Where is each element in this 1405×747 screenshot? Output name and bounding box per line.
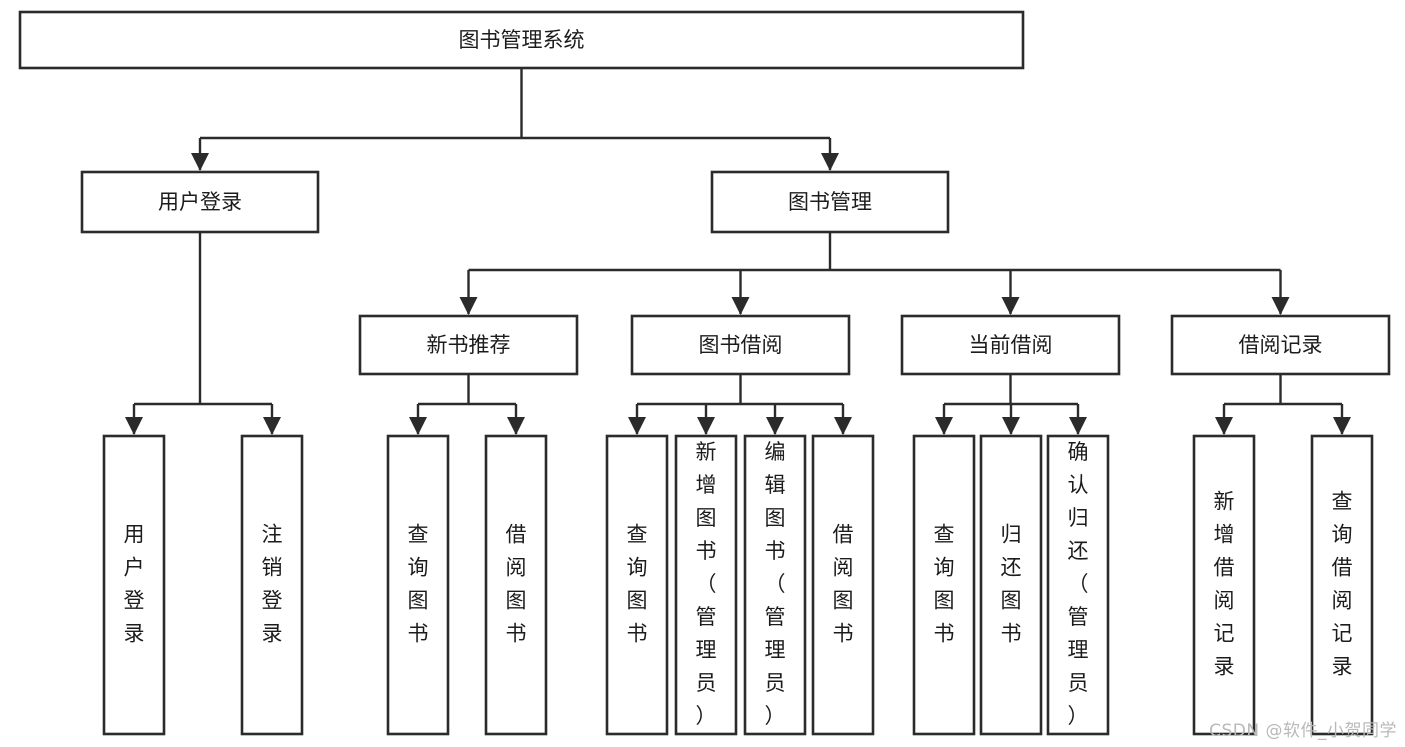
node-label: 借阅图书	[833, 523, 854, 646]
node-label: 新书推荐	[427, 333, 511, 357]
leaf-node[interactable]: 借阅图书	[811, 434, 875, 736]
arrow-head-icon	[1002, 417, 1020, 435]
arrow-head-icon	[1271, 297, 1290, 315]
arrow-head-icon	[263, 417, 281, 435]
arrow-head-icon	[1001, 297, 1020, 315]
arrow-head-icon	[1333, 417, 1351, 435]
node-box	[605, 434, 669, 736]
arrow-head-icon	[766, 417, 784, 435]
node-label: 归还图书	[1001, 523, 1022, 646]
arrow-head-icon	[628, 417, 646, 435]
node-box	[1046, 434, 1110, 736]
level2-node[interactable]: 借阅记录	[1170, 314, 1391, 376]
leaf-node[interactable]: 借阅图书	[484, 434, 548, 736]
node-box	[912, 434, 976, 736]
node-label: 查询图书	[934, 523, 955, 646]
leaf-node[interactable]: 编辑图书（管理员）	[743, 434, 807, 736]
node-box	[900, 314, 1121, 376]
node-label: 确认归还（管理员）	[1068, 440, 1089, 728]
arrow-head-icon	[935, 417, 953, 435]
arrow-head-icon	[731, 297, 750, 315]
leaf-node[interactable]: 新增借阅记录	[1192, 434, 1256, 736]
node-box	[386, 434, 450, 736]
node-box	[630, 314, 851, 376]
arrow-head-icon	[507, 417, 525, 435]
leaf-node[interactable]: 归还图书	[979, 434, 1043, 736]
arrow-head-icon	[125, 417, 143, 435]
node-box	[674, 434, 738, 736]
nodes-layer: 图书管理系统用户登录图书管理新书推荐图书借阅当前借阅借阅记录用户登录注销登录查询…	[18, 10, 1391, 736]
node-box	[102, 434, 166, 736]
node-label: 当前借阅	[969, 333, 1053, 357]
level1-node[interactable]: 图书管理	[710, 170, 950, 234]
node-label: 图书借阅	[699, 333, 783, 357]
arrow-head-icon	[821, 153, 839, 171]
node-label: 图书管理系统	[459, 28, 585, 52]
node-box	[80, 170, 320, 234]
level2-node[interactable]: 新书推荐	[358, 314, 579, 376]
leaf-node[interactable]: 用户登录	[102, 434, 166, 736]
level2-node[interactable]: 当前借阅	[900, 314, 1121, 376]
node-label: 查询图书	[627, 523, 648, 646]
node-label: 查询借阅记录	[1332, 490, 1353, 679]
node-label: 用户登录	[124, 523, 145, 646]
arrow-head-icon	[459, 297, 478, 315]
leaf-node[interactable]: 查询借阅记录	[1310, 434, 1374, 736]
connectors-layer	[125, 68, 1351, 435]
root-node[interactable]: 图书管理系统	[18, 10, 1025, 70]
node-box	[710, 170, 950, 234]
leaf-node[interactable]: 注销登录	[240, 434, 304, 736]
node-box	[811, 434, 875, 736]
leaf-node[interactable]: 查询图书	[386, 434, 450, 736]
node-box	[979, 434, 1043, 736]
node-label: 借阅图书	[506, 523, 527, 646]
leaf-node[interactable]: 新增图书（管理员）	[674, 434, 738, 736]
node-label: 编辑图书（管理员）	[765, 440, 786, 728]
arrow-head-icon	[1069, 417, 1087, 435]
node-label: 图书管理	[788, 190, 872, 214]
leaf-node[interactable]: 确认归还（管理员）	[1046, 434, 1110, 736]
arrow-head-icon	[697, 417, 715, 435]
node-box	[18, 10, 1025, 70]
node-box	[358, 314, 579, 376]
leaf-node[interactable]: 查询图书	[605, 434, 669, 736]
node-box	[743, 434, 807, 736]
arrow-head-icon	[1215, 417, 1233, 435]
watermark-label: CSDN @软件_小贺同学	[1209, 721, 1397, 741]
node-box	[484, 434, 548, 736]
arrow-head-icon	[191, 153, 209, 171]
level1-node[interactable]: 用户登录	[80, 170, 320, 234]
node-label: 新增借阅记录	[1214, 490, 1235, 679]
node-box	[240, 434, 304, 736]
node-box	[1192, 434, 1256, 736]
node-box	[1310, 434, 1374, 736]
arrow-head-icon	[409, 417, 427, 435]
node-box	[1170, 314, 1391, 376]
leaf-node[interactable]: 查询图书	[912, 434, 976, 736]
node-label: 用户登录	[158, 190, 242, 214]
level2-node[interactable]: 图书借阅	[630, 314, 851, 376]
node-label: 注销登录	[262, 523, 283, 646]
arrow-head-icon	[834, 417, 852, 435]
node-label: 借阅记录	[1239, 333, 1323, 357]
node-label: 新增图书（管理员）	[696, 440, 717, 728]
node-label: 查询图书	[408, 523, 429, 646]
